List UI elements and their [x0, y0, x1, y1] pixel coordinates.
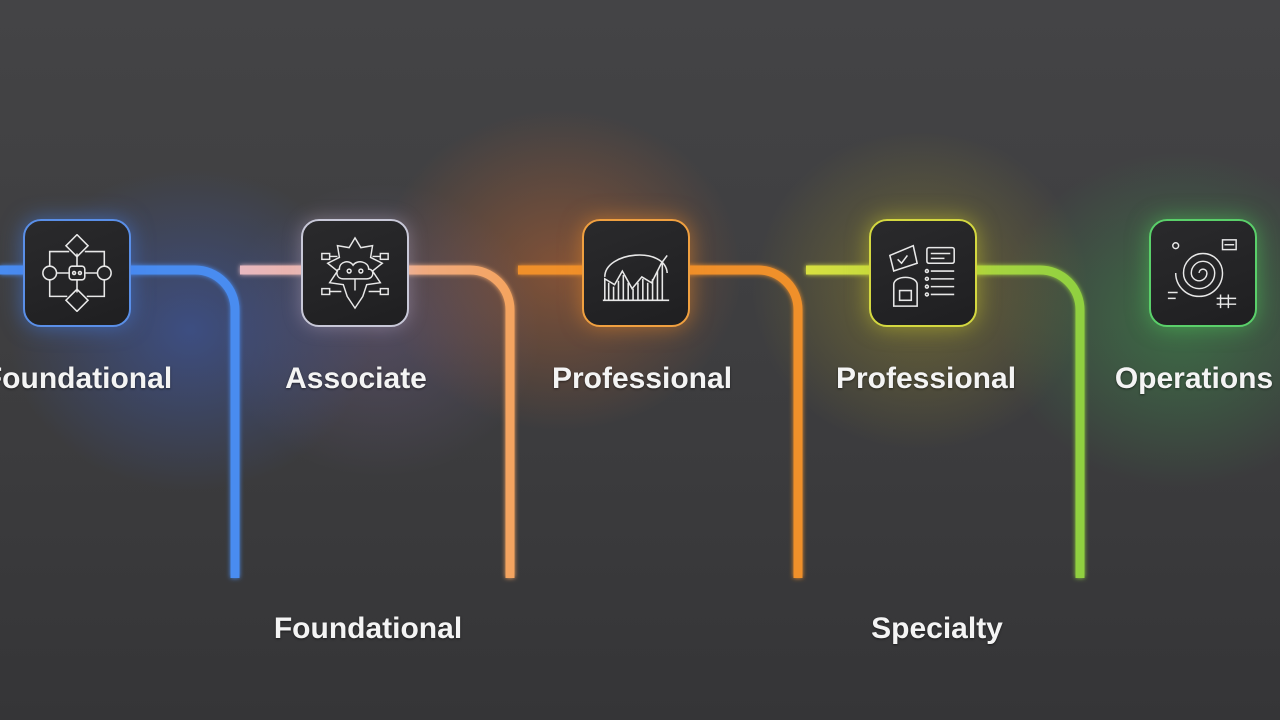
stage-node-operations[interactable]	[1149, 219, 1257, 327]
spiral-settings-icon	[1167, 239, 1237, 309]
connector-professional-1	[518, 265, 803, 578]
group-label-specialty: Specialty	[871, 612, 1003, 645]
stage-label-associate: Associate	[285, 362, 427, 395]
flowchart-icon	[42, 234, 112, 312]
stage-node-associate[interactable]	[301, 219, 409, 327]
group-label-foundational: Foundational	[273, 612, 463, 645]
stage-label-foundational: Foundational	[0, 362, 173, 395]
connector-foundational	[0, 265, 240, 578]
checklist-icon	[888, 244, 955, 307]
stage-label-professional-1: Professional	[551, 362, 733, 395]
connector-professional-2	[806, 265, 1085, 578]
stage-node-foundational[interactable]	[23, 219, 131, 327]
cloud-network-icon	[321, 236, 389, 310]
connector-associate	[240, 265, 515, 578]
stage-label-operations: Operations	[1114, 362, 1274, 395]
stage-label-professional-2: Professional	[835, 362, 1017, 395]
stage-node-professional-2[interactable]	[869, 219, 977, 327]
stage-node-professional-1[interactable]	[582, 219, 690, 327]
chart-icon	[602, 254, 670, 302]
